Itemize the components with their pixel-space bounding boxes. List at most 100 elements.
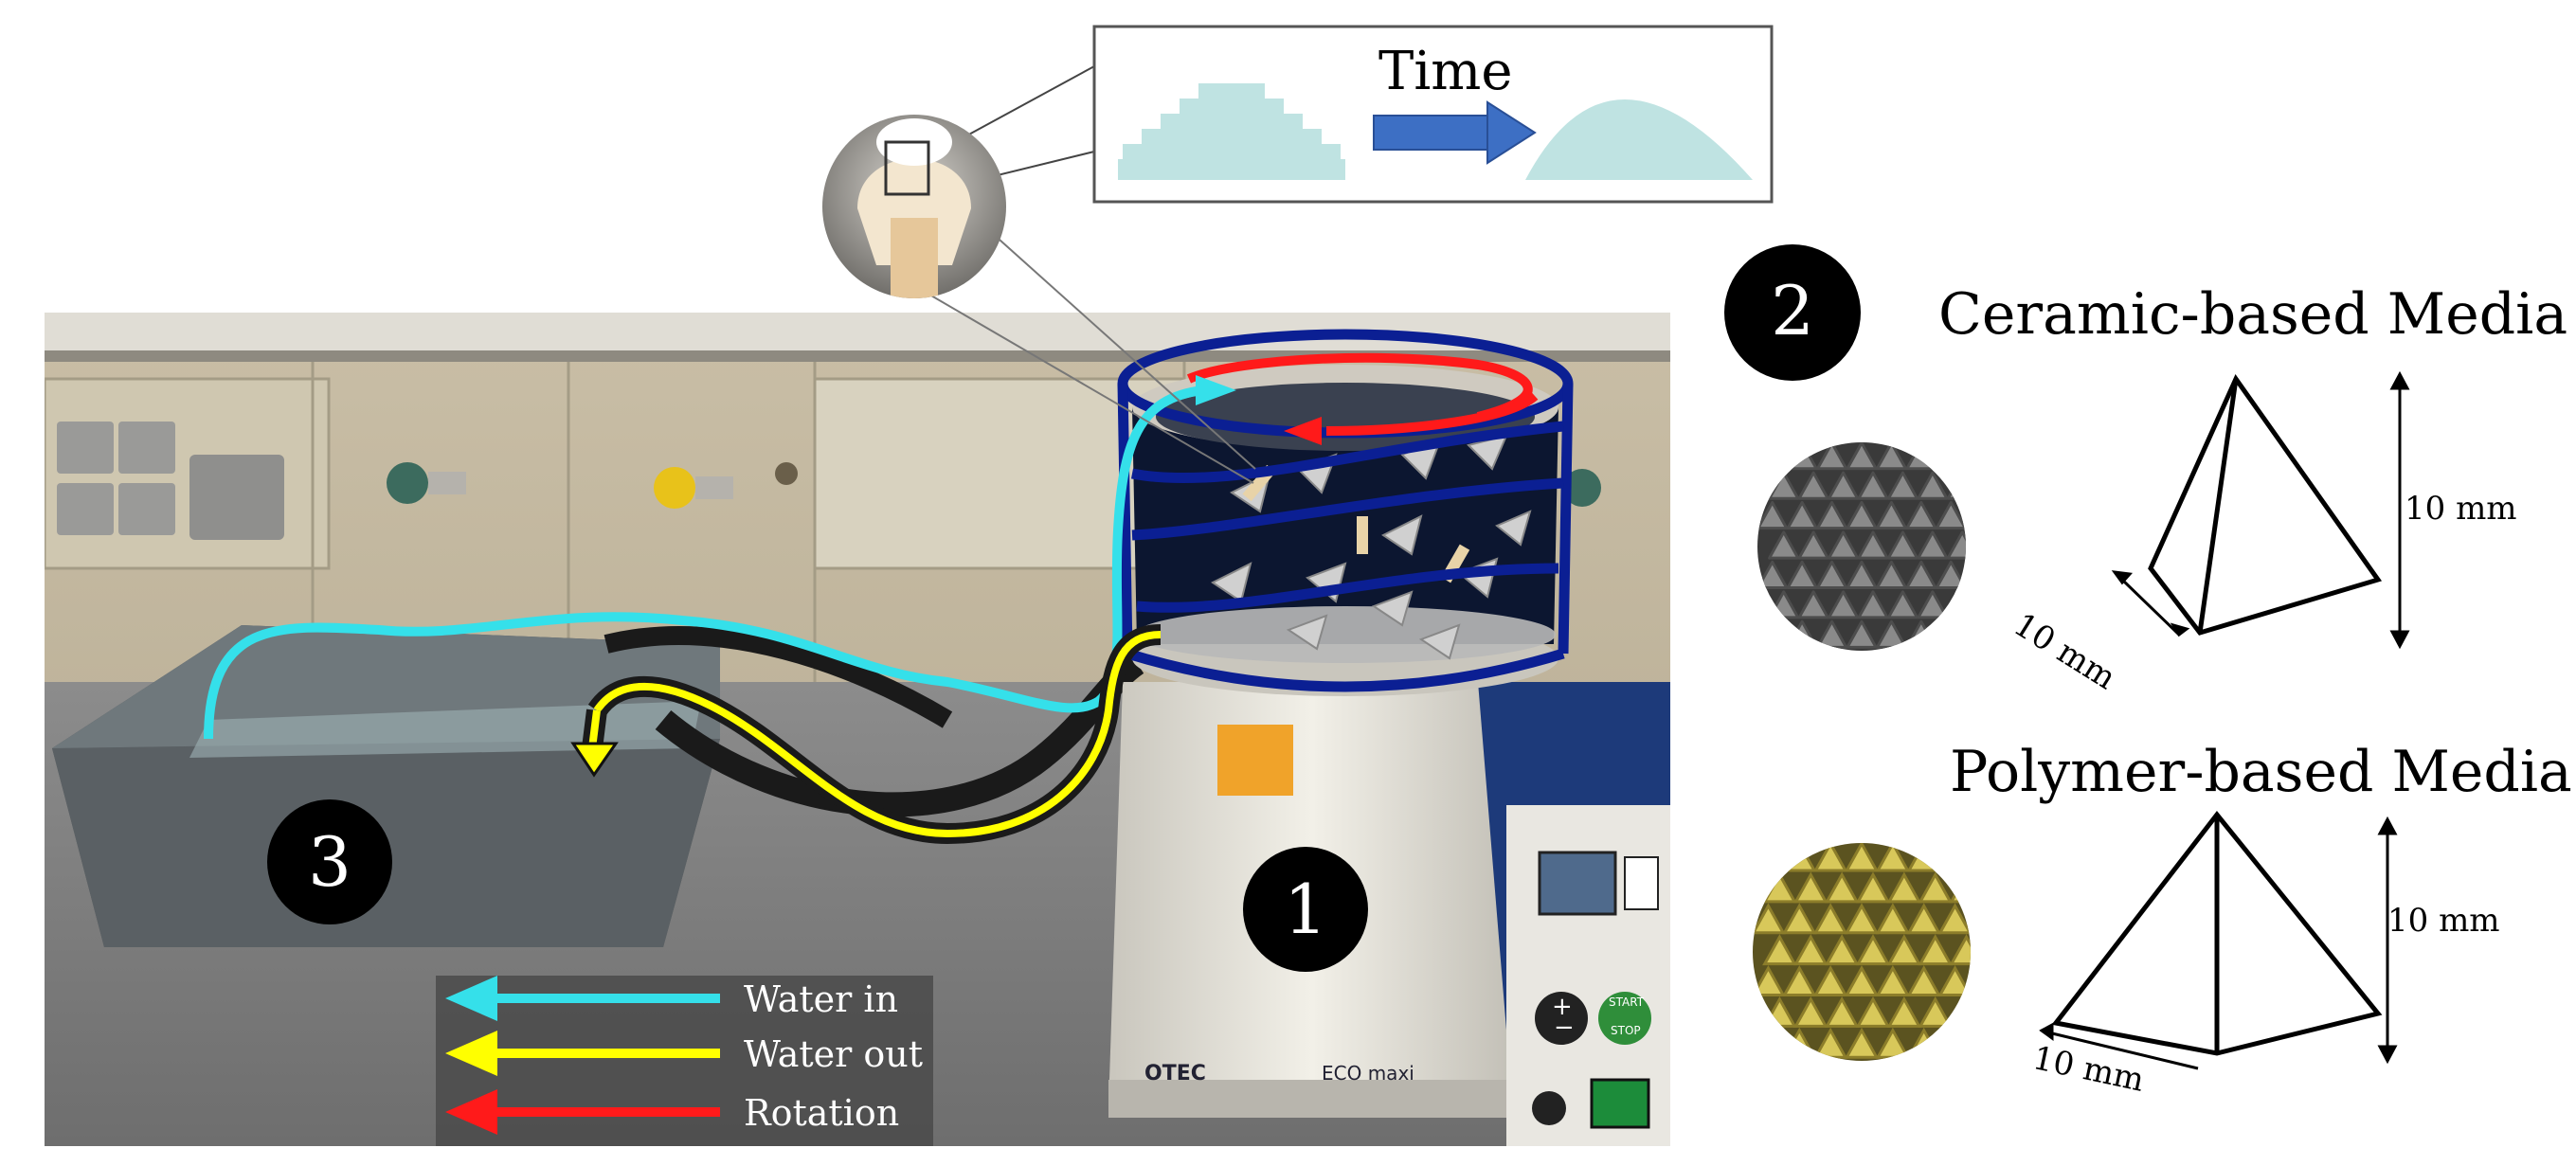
media-piece <box>1857 590 1889 619</box>
media-piece <box>1786 560 1818 589</box>
polymer-height-label: 10 mm <box>2387 902 2500 940</box>
ceramic-prism-drawing <box>2148 373 2383 636</box>
media-piece <box>1753 964 1786 996</box>
label-1: 1 <box>1284 870 1327 949</box>
media-piece <box>1812 903 1848 935</box>
media-piece <box>1815 442 1848 471</box>
label-3: 3 <box>308 822 351 902</box>
water-in-path <box>204 375 1236 740</box>
media-piece <box>1875 500 1908 530</box>
media-piece <box>1844 964 1880 996</box>
media-piece <box>1935 619 1966 649</box>
media-piece <box>1886 996 1922 1028</box>
media-piece <box>1937 903 1971 935</box>
bowl-outline <box>1117 329 1574 692</box>
media-piece <box>1875 903 1911 935</box>
media-piece <box>1846 560 1878 589</box>
media-piece <box>1827 530 1860 560</box>
ceramic-media-photo <box>1757 442 1966 651</box>
media-piece <box>1918 871 1954 904</box>
label-2-circle <box>1724 244 1861 381</box>
time-arrow <box>1373 100 1537 165</box>
media-piece <box>1792 871 1828 904</box>
media-piece <box>1844 1027 1880 1059</box>
media-piece <box>1815 500 1848 530</box>
ceramic-dimension-lines <box>2111 370 2410 650</box>
time-label: Time <box>1378 41 1513 102</box>
media-piece <box>1875 843 1911 872</box>
media-piece <box>1935 500 1966 530</box>
legend-water-out: Water out <box>744 1033 924 1075</box>
media-piece <box>1846 442 1878 471</box>
polymer-media-title: Polymer-based Media <box>1950 739 2572 805</box>
panel-start: START <box>1609 996 1645 1009</box>
media-piece <box>1757 619 1789 649</box>
media-piece <box>1905 500 1937 530</box>
media-piece <box>1917 530 1949 560</box>
media-piece <box>1857 530 1889 560</box>
panel-plus: + <box>1552 993 1573 1021</box>
media-piece <box>1886 871 1922 904</box>
media-piece <box>1946 471 1966 500</box>
media-piece <box>1815 560 1848 589</box>
media-piece <box>1855 934 1891 966</box>
label-2: 2 <box>1771 271 1814 350</box>
media-piece <box>1855 996 1891 1028</box>
media-piece <box>1875 442 1908 471</box>
polymer-dimension-lines <box>2039 816 2398 1070</box>
media-piece <box>1757 500 1789 530</box>
media-piece <box>1812 843 1848 872</box>
media-piece <box>1824 934 1860 966</box>
media-piece <box>1827 471 1860 500</box>
brand-label: OTEC <box>1144 1062 1206 1085</box>
media-piece <box>1917 471 1949 500</box>
polymer-pyramid-drawing <box>2051 810 2383 1056</box>
media-piece <box>1918 934 1954 966</box>
media-piece <box>1846 500 1878 530</box>
media-piece <box>1781 903 1817 935</box>
polymer-media-photo <box>1753 843 1971 1061</box>
label-1-circle <box>1243 847 1368 972</box>
ceramic-media-title: Ceramic-based Media <box>1938 281 2568 348</box>
media-piece <box>1918 996 1954 1028</box>
media-piece <box>1762 934 1797 966</box>
media-piece <box>1753 1027 1786 1059</box>
media-piece <box>1757 560 1789 589</box>
media-piece <box>1781 964 1817 996</box>
media-piece <box>1886 590 1919 619</box>
media-piece <box>1906 903 1942 935</box>
legend-panel <box>436 976 933 1146</box>
media-piece <box>1937 843 1971 872</box>
media-piece <box>1906 964 1942 996</box>
media-piece <box>1844 903 1880 935</box>
media-piece <box>1753 903 1786 935</box>
media-piece <box>1937 1027 1971 1059</box>
panel-minus: − <box>1554 1014 1575 1042</box>
rotation-arrow <box>1186 352 1539 445</box>
media-piece <box>1824 871 1860 904</box>
media-piece <box>1935 442 1966 471</box>
media-piece <box>1797 590 1829 619</box>
model-label: ECO maxi <box>1322 1062 1414 1085</box>
media-piece <box>1792 934 1828 966</box>
media-piece <box>1797 530 1829 560</box>
media-piece <box>1886 471 1919 500</box>
part-closeup <box>822 115 1006 298</box>
media-piece <box>1846 619 1878 649</box>
media-piece <box>1857 471 1889 500</box>
label-3-circle <box>267 799 392 924</box>
media-piece <box>1812 964 1848 996</box>
media-piece <box>1886 934 1922 966</box>
media-piece <box>1935 560 1966 589</box>
media-piece <box>1937 964 1971 996</box>
media-piece <box>1786 500 1818 530</box>
media-piece <box>1886 530 1919 560</box>
media-piece <box>1875 964 1911 996</box>
panel-stop: STOP <box>1611 1024 1641 1037</box>
media-piece <box>1949 871 1971 904</box>
media-piece <box>1946 530 1966 560</box>
smoothed-surface <box>1525 99 1753 180</box>
legend-water-in: Water in <box>744 978 899 1020</box>
legend-arrows <box>445 976 720 1135</box>
